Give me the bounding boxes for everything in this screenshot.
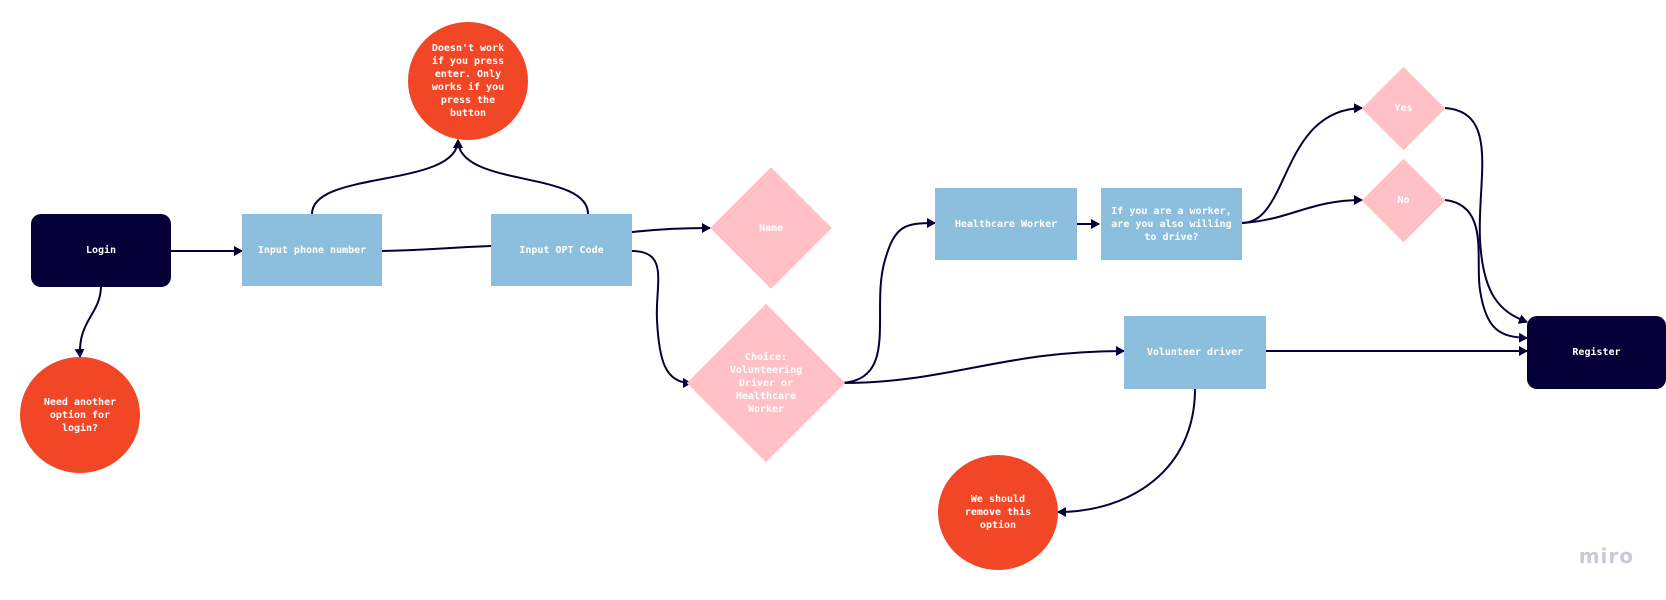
connector-otp-name xyxy=(631,223,711,234)
choice-label: Choice: Volunteering Driver or Healthcar… xyxy=(729,351,803,415)
comment-login-option[interactable]: Need another option for login? xyxy=(20,357,140,473)
comment-enter-key[interactable]: Doesn't work if you press enter. Only wo… xyxy=(408,22,528,140)
register-label: Register xyxy=(1572,347,1621,358)
connector-no-register xyxy=(1444,199,1528,343)
input-phone-node[interactable]: Input phone number xyxy=(242,214,382,286)
connector-otp-comment xyxy=(453,139,589,215)
no-diamond[interactable]: [data-name="no-diamond"]::before{width:5… xyxy=(1362,158,1445,243)
willing-to-drive-label: If you are a worker, are you also willin… xyxy=(1111,205,1232,243)
login-node[interactable]: Login xyxy=(31,214,171,287)
willing-to-drive-node[interactable]: If you are a worker, are you also willin… xyxy=(1101,188,1242,260)
connector-volunteer-comment xyxy=(1057,388,1196,517)
miro-logo: miro xyxy=(1578,544,1634,568)
healthcare-worker-label: Healthcare Worker xyxy=(954,218,1058,230)
name-label: Name xyxy=(758,222,784,234)
connector-willing-yes xyxy=(1241,103,1363,224)
register-node[interactable]: Register xyxy=(1527,316,1666,389)
connector-choice-volunteer xyxy=(840,346,1125,384)
comment-remove-option-text: We should remove this option xyxy=(964,494,1032,531)
connector-choice-healthcare xyxy=(840,218,936,384)
healthcare-worker-node[interactable]: Healthcare Worker xyxy=(935,188,1077,260)
input-phone-label: Input phone number xyxy=(257,244,367,256)
volunteer-driver-label: Volunteer driver xyxy=(1146,347,1244,358)
connector-willing-no xyxy=(1241,195,1363,224)
comment-login-option-text: Need another option for login? xyxy=(43,396,117,434)
connector-phone-comment xyxy=(311,139,463,215)
yes-diamond[interactable]: [data-name="yes-diamond"]::before{width:… xyxy=(1362,66,1445,151)
name-diamond[interactable]: [data-name="name-diamond"]::before{width… xyxy=(710,166,832,290)
connector-login-comment xyxy=(74,286,102,358)
yes-label: Yes xyxy=(1394,103,1413,114)
input-otp-node[interactable]: Input OPT Code xyxy=(491,214,632,286)
comment-remove-option[interactable]: We should remove this option xyxy=(938,455,1058,570)
volunteer-driver-node[interactable]: Volunteer driver xyxy=(1124,316,1266,389)
comment-enter-key-text: Doesn't work if you press enter. Only wo… xyxy=(431,43,505,119)
connector-phone-otp xyxy=(381,245,492,252)
choice-diamond[interactable]: [data-name="choice-diamond"]::before{wid… xyxy=(691,300,841,466)
no-label: No xyxy=(1397,195,1410,206)
connector-otp-choice xyxy=(631,250,692,388)
connector-yes-register xyxy=(1444,107,1528,324)
input-otp-label: Input OPT Code xyxy=(519,244,604,256)
login-label: Login xyxy=(85,245,117,256)
